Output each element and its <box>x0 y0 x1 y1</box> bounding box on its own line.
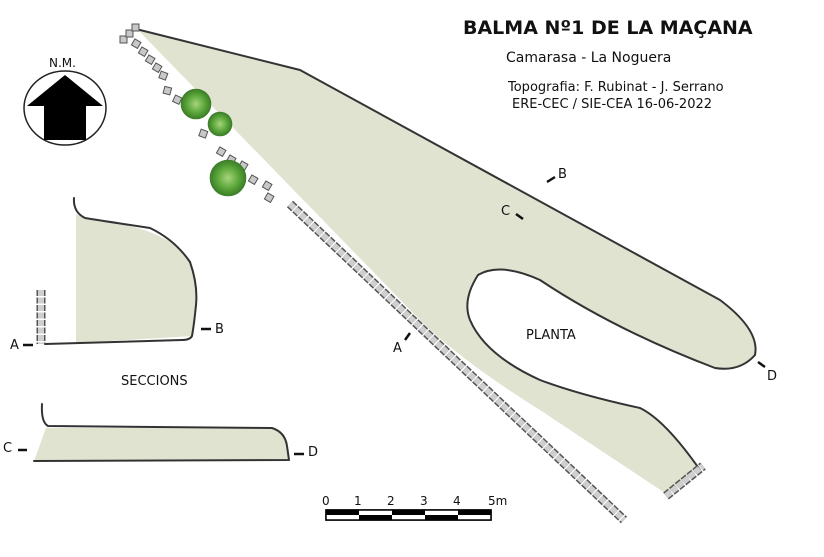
bush-icon <box>180 88 212 120</box>
sections-title: SECCIONS <box>121 374 188 389</box>
scale-segment <box>425 515 458 520</box>
scale-segment <box>359 515 392 520</box>
bush-icon <box>209 159 247 197</box>
scale-segment <box>326 510 359 515</box>
scale-tick-label: 0 <box>322 494 330 508</box>
plan-label-b: B <box>558 167 567 182</box>
section-marker-c <box>515 212 524 221</box>
scale-segment <box>458 510 491 515</box>
map-credits-2: ERE-CEC / SIE-CEA 16-06-2022 <box>512 97 712 112</box>
scale-tick-label: 2 <box>387 494 395 508</box>
plan-cave-floor <box>138 30 756 495</box>
section-marker-b <box>546 175 556 184</box>
map-credits-1: Topografia: F. Rubinat - J. Serrano <box>507 80 724 95</box>
section-ab-label-a: A <box>10 338 19 353</box>
section-cd-label-c: C <box>3 441 12 456</box>
plan-outline <box>139 29 757 471</box>
scale-segment <box>458 515 491 520</box>
bush-icon <box>207 111 233 137</box>
scale-segment <box>392 515 425 520</box>
north-arrow: N.M. <box>23 56 107 146</box>
scale-segment <box>326 515 359 520</box>
header: BALMA Nº1 DE LA MAÇANA Camarasa - La Nog… <box>463 17 753 112</box>
section-ab-label-b: B <box>215 322 224 337</box>
section-c-d: C D <box>3 403 318 462</box>
scale-segment <box>425 510 458 515</box>
plan-view: B C A D PLANTA <box>119 23 777 524</box>
section-marker-a <box>403 332 412 341</box>
section-ab-fill <box>76 214 198 343</box>
section-cd-outline <box>33 403 290 462</box>
scale-segments <box>325 509 492 521</box>
scale-segment <box>392 510 425 515</box>
scale-tick-label: 3 <box>420 494 428 508</box>
block-wall-entrance <box>663 462 706 500</box>
plan-label-c: C <box>501 204 510 219</box>
block-wall-diagonal <box>286 200 628 524</box>
plan-label-a: A <box>393 341 402 356</box>
section-cd-fill <box>34 428 290 461</box>
scale-tick-label: 5m <box>488 494 507 508</box>
north-arrow-label: N.M. <box>49 56 76 70</box>
scale-tick-label: 4 <box>453 494 461 508</box>
section-a-b: A B <box>10 197 224 353</box>
plan-label-d: D <box>767 369 777 384</box>
scale-bar-frame <box>325 509 492 521</box>
map-subtitle: Camarasa - La Noguera <box>506 50 671 66</box>
north-arrow-icon <box>27 75 103 140</box>
scale-bar: 0 1 2 3 4 5m <box>322 494 507 521</box>
scale-tick-label: 1 <box>354 494 362 508</box>
map-title: BALMA Nº1 DE LA MAÇANA <box>463 17 753 39</box>
scale-segment <box>359 510 392 515</box>
plan-title: PLANTA <box>526 328 576 343</box>
section-marker-d <box>757 360 766 369</box>
section-ab-outline <box>44 197 198 345</box>
section-cd-label-d: D <box>308 445 318 460</box>
